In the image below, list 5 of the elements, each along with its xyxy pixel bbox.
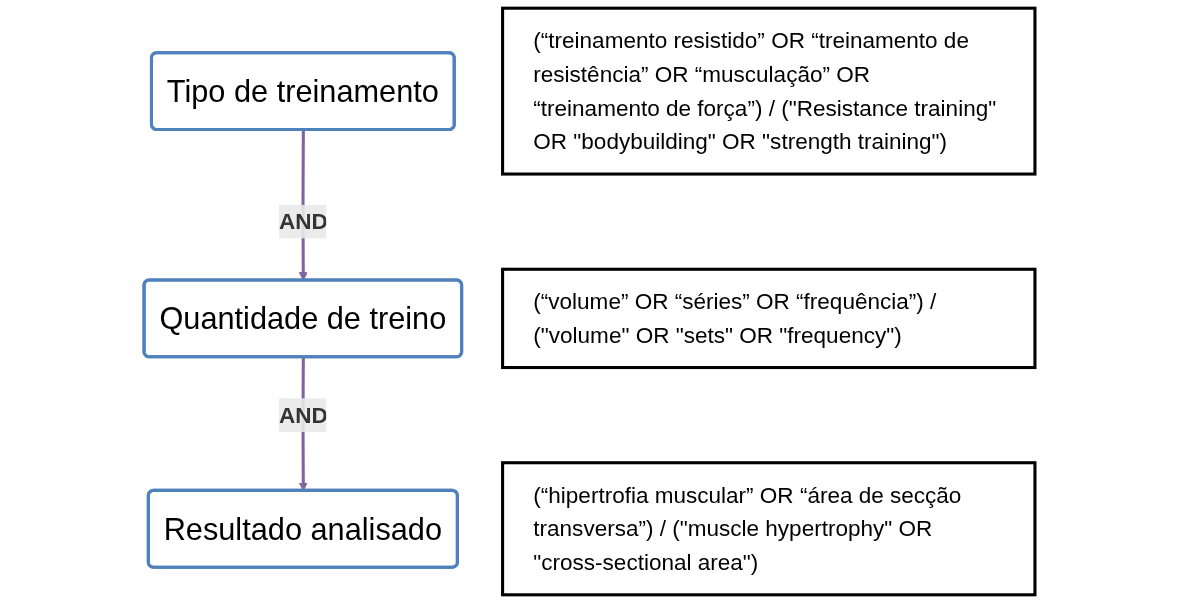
edge-label: AND [279,208,328,235]
node-box: (“hipertrofia muscular” OR “área de secção transversa”) / ("muscle hypertrophy" OR "cross-sectional area") [501,461,1037,597]
node-box: (“volume” OR “séries” OR “frequência”) / ("volume" OR "sets" OR "frequency") [501,267,1037,370]
node-box: (“treinamento resistido” OR “treinamento de resistência” OR “musculação” OR “treinamento de força”) / ("Resistance training" OR "bodybuilding" OR "strength training") [501,6,1037,176]
edge-label: AND [279,402,328,428]
